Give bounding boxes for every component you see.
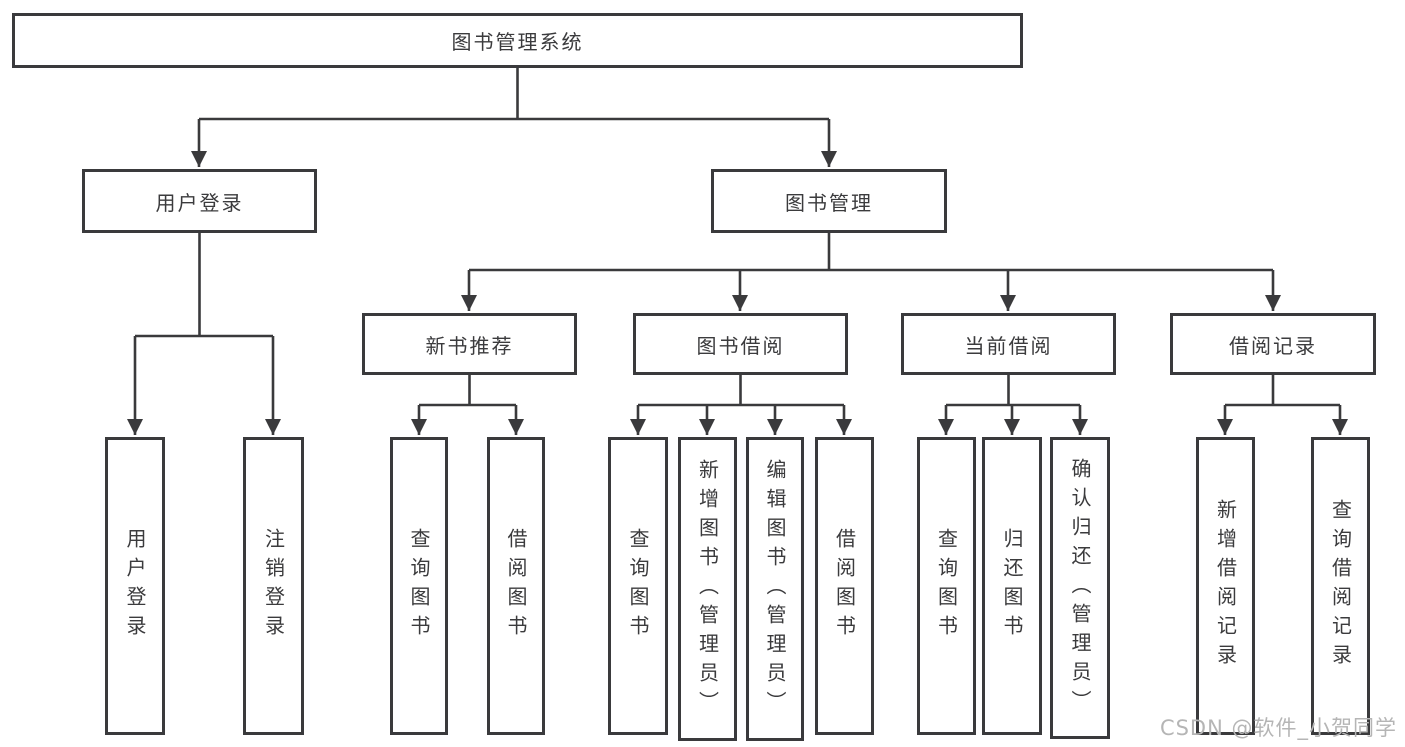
- csdn-watermark: CSDN @软件_小贺同学: [1159, 716, 1397, 740]
- node-borrow-records: 借阅记录: [1170, 313, 1376, 375]
- node-user-login: 用户登录: [82, 169, 317, 233]
- leaf-query-books-recommend: 查询图书: [390, 437, 448, 735]
- node-current-borrow: 当前借阅: [901, 313, 1116, 375]
- leaf-edit-book-admin: 编辑图书（管理员）: [746, 437, 804, 741]
- node-book-borrow: 图书借阅: [633, 313, 848, 375]
- leaf-borrow-books-recommend: 借阅图书: [487, 437, 545, 735]
- node-book-management: 图书管理: [711, 169, 947, 233]
- node-root-system: 图书管理系统: [12, 13, 1023, 68]
- leaf-add-borrow-record: 新增借阅记录: [1196, 437, 1255, 735]
- leaf-confirm-return-admin: 确认归还（管理员）: [1050, 437, 1110, 739]
- leaf-query-borrow-record: 查询借阅记录: [1311, 437, 1370, 735]
- leaf-borrow-books: 借阅图书: [815, 437, 874, 735]
- leaf-user-login: 用户登录: [105, 437, 165, 735]
- node-new-book-recommend: 新书推荐: [362, 313, 577, 375]
- leaf-add-book-admin: 新增图书（管理员）: [678, 437, 737, 741]
- leaf-logout: 注销登录: [243, 437, 304, 735]
- leaf-query-books-borrow: 查询图书: [608, 437, 668, 735]
- leaf-return-book: 归还图书: [982, 437, 1042, 735]
- leaf-query-books-current: 查询图书: [917, 437, 976, 735]
